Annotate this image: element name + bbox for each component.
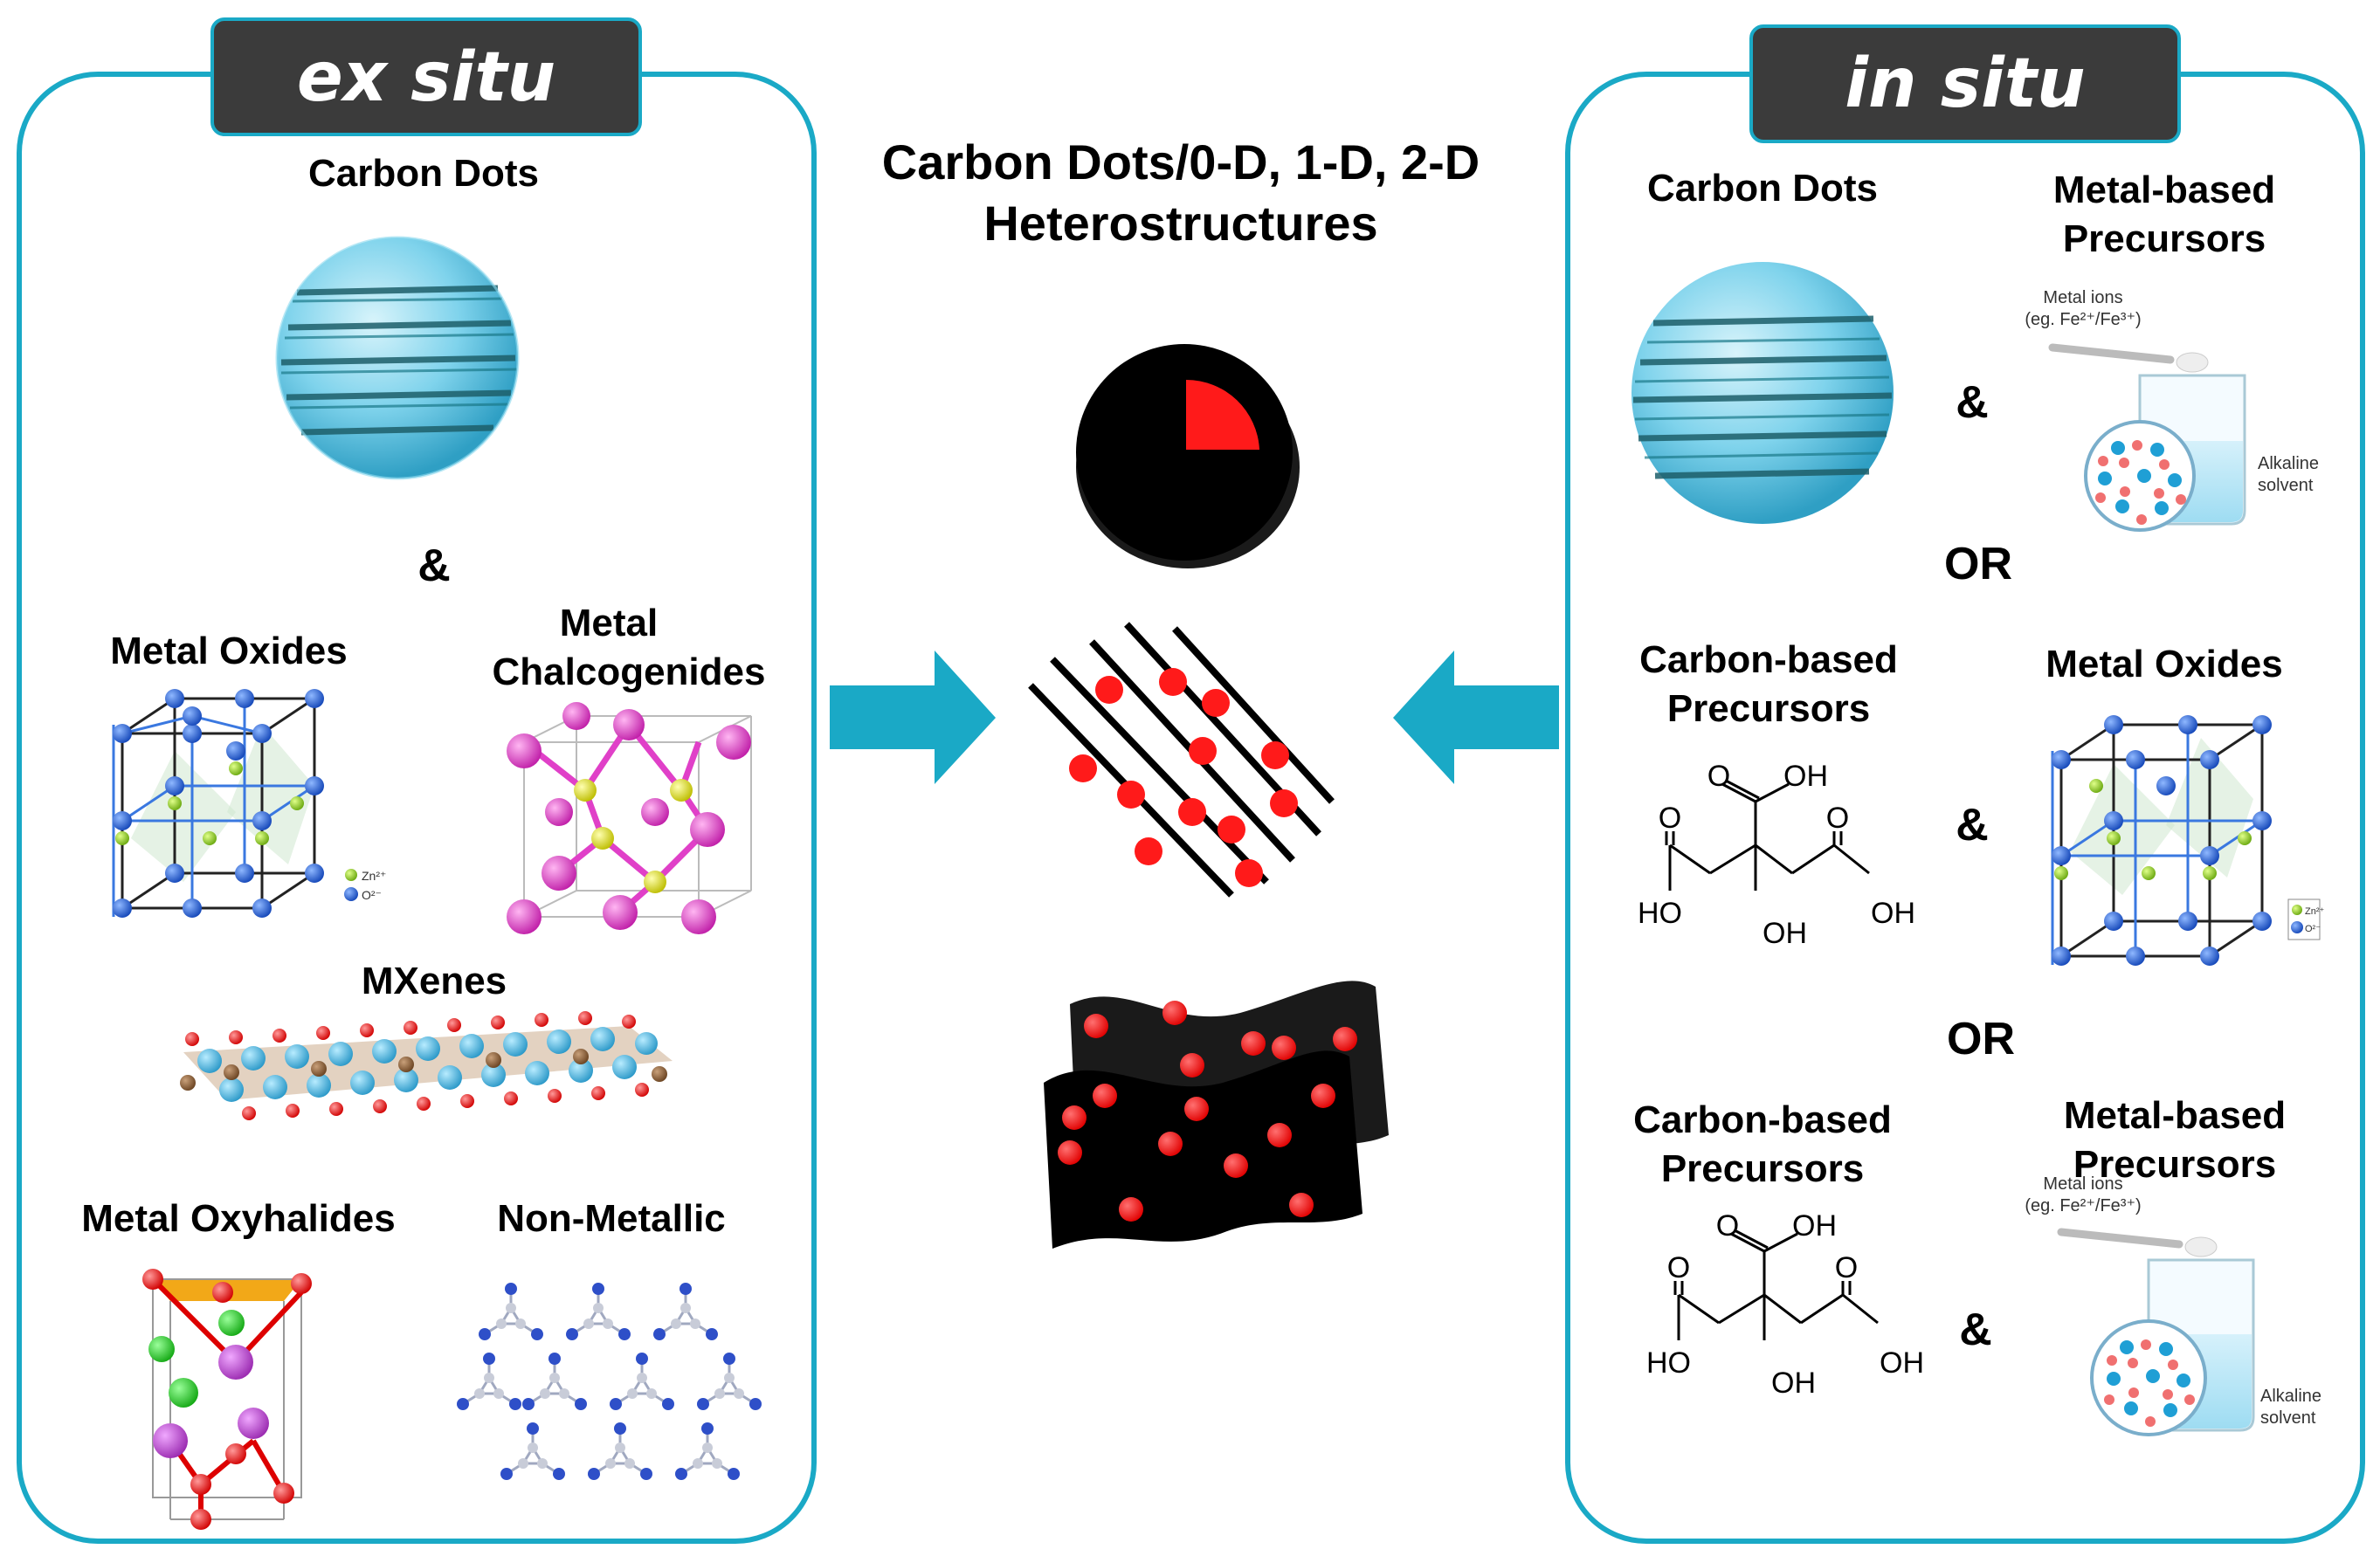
in-situ-carbon-dots-label: Carbon Dots — [1647, 167, 1878, 210]
ex-situ-header: ex situ — [297, 38, 555, 117]
metal-ions-label-3: Metal ions — [2043, 1174, 2122, 1194]
nanosheet-icon — [1044, 981, 1389, 1249]
citric-acid-structure-icon: O HO O OH OH O OH — [1646, 1209, 1924, 1400]
in-situ-header-box — [1749, 24, 2181, 143]
triazine-unit — [653, 1283, 718, 1340]
alkaline-label-1: Alkaline — [2258, 454, 2319, 473]
ex-situ-header-box — [210, 17, 642, 136]
metal-ions-label-4: (eg. Fe²⁺/Fe³⁺) — [2025, 1196, 2141, 1215]
ex-situ-carbon-dots-label: Carbon Dots — [308, 152, 539, 195]
triazine-unit — [479, 1283, 543, 1340]
in-situ-header: in situ — [1845, 45, 2085, 123]
ex-situ-panel: ex situ Carbon Dots & Metal Oxides Metal — [17, 17, 817, 1544]
in-situ-or-1: OR — [1944, 539, 2012, 589]
mxene-structure-icon — [180, 1011, 673, 1120]
in-situ-legend-o: O²⁻ — [2305, 924, 2321, 934]
ex-situ-chalcogenides-label-1: Metal — [560, 602, 658, 644]
in-situ-ampersand-1: & — [1956, 377, 1989, 428]
in-situ-carbon-precursors-label-1: Carbon-based — [1639, 638, 1898, 681]
ex-situ-chalcogenides-label-2: Chalcogenides — [493, 651, 766, 693]
carbon-dot-sphere-icon — [1076, 344, 1300, 568]
in-situ-carbon-precursors-label-2: Precursors — [1667, 687, 1870, 730]
triazine-unit — [566, 1283, 631, 1340]
beaker-icon: Metal ions (eg. Fe²⁺/Fe³⁺) Alkaline solv… — [2025, 288, 2319, 532]
metal-ions-label-1: Metal ions — [2043, 288, 2122, 307]
citric-oh-6: OH — [1880, 1346, 1924, 1380]
citric-oh-5: OH — [1771, 1367, 1816, 1400]
citric-oh-1: OH — [1783, 760, 1828, 793]
alkaline-label-4: solvent — [2260, 1408, 2316, 1428]
citric-acid-structure-icon: O HO O OH OH O OH — [1638, 760, 1915, 950]
in-situ-ampersand-2: & — [1956, 800, 1989, 850]
in-situ-metal-precursors-label-2: Precursors — [2063, 217, 2266, 260]
ex-situ-metal-oxides-label: Metal Oxides — [110, 630, 347, 672]
citric-o-4: O — [1667, 1251, 1690, 1284]
citric-o-1: O — [1659, 802, 1681, 835]
triazine-unit — [675, 1422, 740, 1480]
citric-o-2: O — [1707, 760, 1730, 793]
metal-oxide-crystal-icon: Zn²⁺ O²⁻ — [2051, 715, 2325, 966]
center-title-line-2: Heterostructures — [983, 196, 1377, 251]
citric-oh-2: OH — [1763, 917, 1807, 950]
ex-situ-legend-o: O²⁻ — [362, 888, 382, 902]
in-situ-metal-precursors-label-3: Metal-based — [2064, 1094, 2286, 1137]
non-metallic-structure-icon — [457, 1283, 762, 1480]
in-situ-carbon-precursors-label-4: Precursors — [1661, 1147, 1864, 1190]
citric-o-5: O — [1716, 1209, 1739, 1243]
triazine-unit — [588, 1422, 652, 1480]
in-situ-panel: in situ Carbon Dots Metal-based Precurso… — [1565, 24, 2365, 1544]
triazine-unit — [522, 1353, 587, 1410]
metal-ions-label-2: (eg. Fe²⁺/Fe³⁺) — [2025, 310, 2141, 329]
metal-chalcogenide-crystal-icon — [507, 702, 752, 934]
metal-oxide-crystal-icon: Zn²⁺ O²⁻ — [112, 689, 386, 918]
citric-o-3: O — [1826, 802, 1849, 835]
arrow-right-icon — [830, 651, 996, 784]
center-title-line-1: Carbon Dots/0-D, 1-D, 2-D — [882, 134, 1480, 189]
triazine-unit — [457, 1353, 521, 1410]
triazine-unit — [500, 1422, 565, 1480]
citric-ho-2: HO — [1646, 1346, 1691, 1380]
in-situ-metal-precursors-label-4: Precursors — [2073, 1143, 2276, 1186]
nanowire-bundle-icon — [1028, 622, 1335, 898]
ex-situ-mxenes-label: MXenes — [362, 960, 507, 1002]
citric-oh-4: OH — [1792, 1209, 1837, 1243]
alkaline-label-3: Alkaline — [2260, 1387, 2321, 1406]
ex-situ-ampersand: & — [417, 540, 451, 591]
citric-oh-3: OH — [1871, 897, 1915, 930]
in-situ-or-2: OR — [1947, 1014, 2015, 1064]
in-situ-carbon-precursors-label-3: Carbon-based — [1633, 1098, 1892, 1141]
in-situ-metal-oxides-label: Metal Oxides — [2045, 643, 2282, 685]
ex-situ-legend-zn: Zn²⁺ — [362, 869, 386, 883]
ex-situ-oxyhalides-label: Metal Oxyhalides — [81, 1197, 395, 1240]
alkaline-label-2: solvent — [2258, 476, 2314, 495]
triazine-unit — [697, 1353, 762, 1410]
in-situ-metal-precursors-label-1: Metal-based — [2053, 169, 2275, 211]
carbon-dot-sphere-icon — [275, 236, 520, 480]
metal-oxyhalide-crystal-icon — [142, 1269, 312, 1530]
carbon-dot-sphere-icon — [1632, 262, 1894, 524]
ex-situ-non-metallic-label: Non-Metallic — [497, 1197, 726, 1240]
triazine-unit — [610, 1353, 674, 1410]
in-situ-legend-zn: Zn²⁺ — [2305, 906, 2325, 917]
beaker-icon: Metal ions (eg. Fe²⁺/Fe³⁺) Alkaline solv… — [2025, 1174, 2321, 1436]
in-situ-ampersand-3: & — [1959, 1305, 1992, 1355]
citric-o-6: O — [1835, 1251, 1858, 1284]
arrow-left-icon — [1393, 651, 1559, 784]
citric-ho-1: HO — [1638, 897, 1682, 930]
